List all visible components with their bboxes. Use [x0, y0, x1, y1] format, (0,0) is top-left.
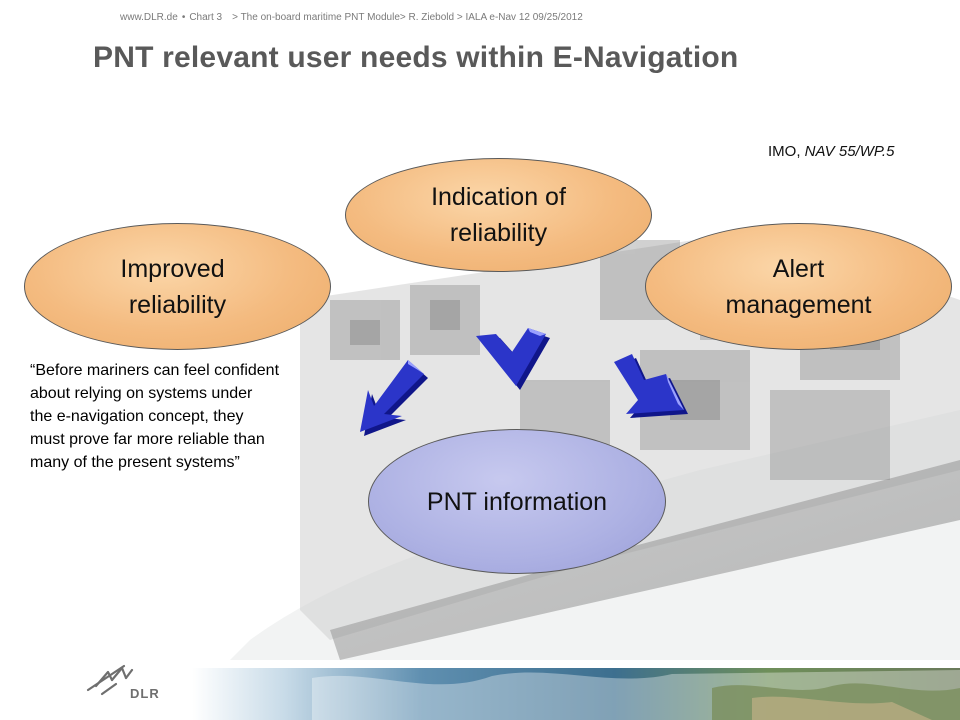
left-arrow-icon	[360, 360, 428, 436]
breadcrumb: > The on-board maritime PNT Module> R. Z…	[232, 12, 583, 23]
source-reference: IMO, NAV 55/WP.5	[768, 143, 894, 160]
dlr-logo: DLR	[82, 660, 192, 715]
logo-text: DLR	[130, 686, 160, 701]
right-arrow-icon	[614, 354, 688, 418]
page-title: PNT relevant user needs within E-Navigat…	[93, 41, 739, 74]
indication-of-reliability-ellipse: Indication of reliability	[345, 158, 652, 272]
quote-text: “Before mariners can feel confident abou…	[30, 359, 370, 474]
improved-line-1: Improved	[120, 254, 225, 283]
earth-image-strip	[192, 668, 960, 720]
quote-line: the e-navigation concept, they	[30, 408, 244, 425]
quote-line: must prove far more reliable than	[30, 431, 265, 448]
site-url: www.DLR.de	[120, 12, 178, 23]
alert-line-1: Alert	[772, 254, 825, 283]
source-document: NAV 55/WP.5	[804, 143, 895, 160]
dlr-logo-icon	[86, 664, 134, 696]
center-arrow-icon	[476, 328, 550, 390]
indication-line-2: reliability	[449, 219, 548, 247]
bullet-separator: •	[181, 12, 186, 23]
header-meta: www.DLR.de•Chart 3 > The on-board maritim…	[120, 12, 583, 23]
quote-line: about relying on systems under	[30, 385, 253, 402]
chart-number: Chart 3	[189, 12, 223, 23]
quote-line: many of the present systems”	[30, 454, 240, 471]
pnt-information-ellipse: PNT information	[368, 429, 666, 574]
alert-management-ellipse: Alert management	[645, 223, 952, 350]
source-prefix: IMO,	[768, 143, 805, 160]
alert-line-2: management	[725, 290, 872, 319]
indication-line-1: Indication of	[431, 183, 566, 211]
improved-line-2: reliability	[128, 290, 227, 319]
quote-line: “Before mariners can feel confident	[30, 362, 280, 379]
improved-reliability-ellipse: Improved reliability	[24, 223, 331, 350]
pnt-label: PNT information	[426, 487, 608, 516]
